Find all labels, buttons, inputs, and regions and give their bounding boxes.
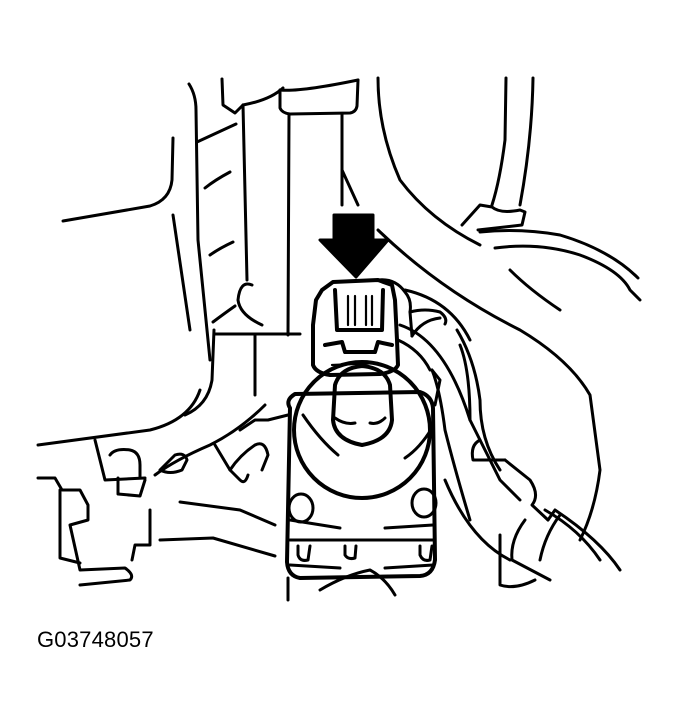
electrical-connector [311, 278, 472, 377]
figure-id-label: G03748057 [37, 627, 154, 652]
callout-arrow [318, 213, 390, 279]
valve-body [285, 360, 472, 602]
arrow-down-icon [318, 213, 390, 279]
left-lower-casting [36, 388, 290, 587]
bracket-pillar [183, 78, 360, 417]
valve-cap [331, 364, 394, 447]
diagonal-frame [376, 228, 622, 589]
upper-right-hose [376, 76, 642, 312]
left-body-panel [61, 77, 245, 362]
